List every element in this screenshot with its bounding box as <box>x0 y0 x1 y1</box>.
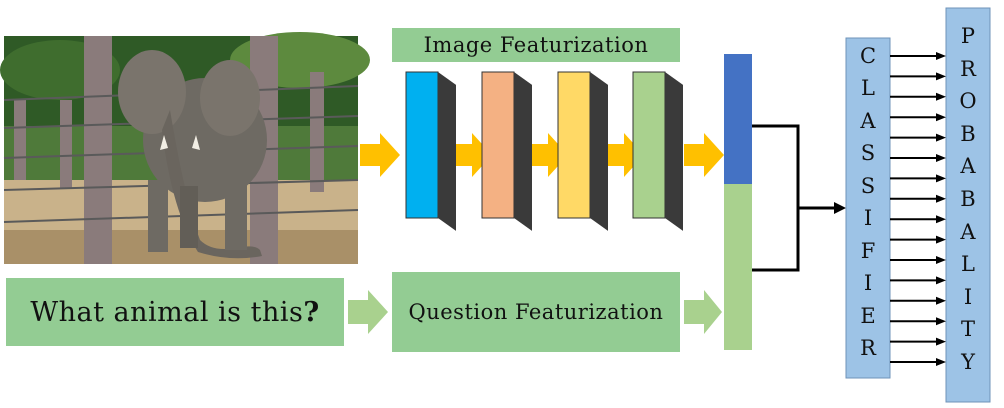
conv-layer-side <box>438 72 456 231</box>
probability-letter: Y <box>961 349 975 374</box>
probability-letter: L <box>961 252 975 277</box>
question-flow-arrows <box>348 290 722 334</box>
output-arrow <box>890 256 946 264</box>
output-arrow <box>890 276 946 285</box>
classifier-letter: R <box>860 335 876 360</box>
conv-layer-side <box>665 72 683 231</box>
classifier-letter: L <box>861 76 875 101</box>
output-arrows <box>890 52 946 366</box>
conv-layer-side <box>590 72 608 231</box>
classifier-letter: A <box>860 108 876 133</box>
classifier-box <box>845 37 891 379</box>
output-arrow <box>890 52 946 60</box>
image-featurization-label: Image Featurization <box>392 28 680 62</box>
probability-letter: B <box>960 186 976 211</box>
conv-layer-front <box>405 71 439 219</box>
output-arrow <box>890 194 946 203</box>
probability-letter: B <box>960 121 976 146</box>
elephant-photo <box>0 32 370 264</box>
conv-layer-front <box>481 71 515 219</box>
question-text: What animal is this <box>30 296 304 328</box>
orange-arrow-5 <box>684 133 724 177</box>
probability-letter: P <box>960 24 976 48</box>
output-arrow <box>890 92 946 101</box>
probability-letter: I <box>963 284 973 309</box>
orange-arrow-1 <box>360 133 400 177</box>
question-mark: ? <box>303 296 320 328</box>
output-arrow <box>890 174 946 183</box>
conv-layer-side <box>514 72 532 231</box>
classifier-letter: I <box>863 271 873 296</box>
conv-layer-front <box>632 71 666 219</box>
conv-layer-4 <box>632 71 683 231</box>
classifier-letter: I <box>863 206 873 231</box>
conv-layer-front <box>557 71 591 219</box>
probability-box <box>945 7 991 403</box>
probability-label: P R O B A B A L I T Y <box>948 24 988 374</box>
classifier-letter: F <box>860 238 876 263</box>
output-arrow <box>890 72 946 81</box>
conv-layers <box>405 71 683 231</box>
probability-letter: O <box>959 89 977 114</box>
concat-vector <box>724 54 752 350</box>
classifier-label: C L A S S I F I E R <box>848 44 888 360</box>
output-arrow <box>890 113 946 122</box>
probability-letter: A <box>960 219 976 244</box>
classifier-letter: C <box>859 44 877 68</box>
classifier-letter: S <box>860 173 876 198</box>
question-featurization-label: Question Featurization <box>392 272 680 352</box>
probability-letter: R <box>960 56 976 81</box>
question-box: What animal is this? <box>6 278 344 346</box>
output-arrow <box>890 235 946 244</box>
merge-connector <box>752 124 846 272</box>
output-arrow <box>890 133 946 142</box>
output-arrow <box>890 215 946 224</box>
output-arrow <box>890 358 946 366</box>
conv-layer-2 <box>481 71 532 231</box>
conv-layer-1 <box>405 71 456 231</box>
output-arrow <box>890 296 946 305</box>
question-feature-segment <box>724 184 752 350</box>
probability-letter: A <box>960 154 976 179</box>
arrow-qfeat-to-concat <box>684 290 722 334</box>
probability-letter: T <box>960 317 975 342</box>
output-arrow <box>890 337 946 346</box>
classifier-letter: S <box>860 141 876 166</box>
image-feature-segment <box>724 54 752 184</box>
output-arrow <box>890 317 946 326</box>
classifier-letter: E <box>860 303 876 328</box>
output-arrow <box>890 154 946 162</box>
arrow-question-to-feat <box>348 290 388 334</box>
conv-layer-3 <box>557 71 608 231</box>
